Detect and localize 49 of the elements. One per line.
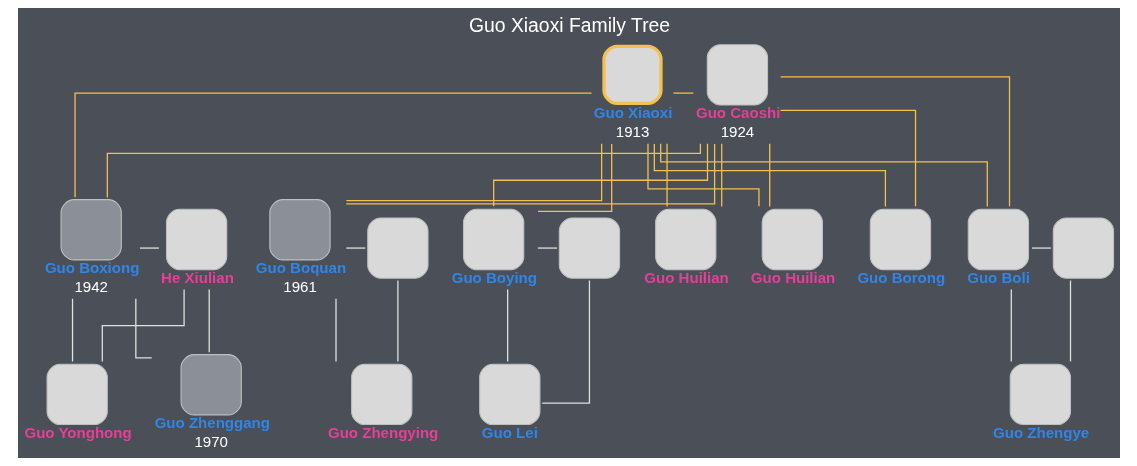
connector	[101, 288, 185, 363]
connector	[73, 92, 592, 198]
node-label: 1942	[74, 278, 108, 296]
connector	[779, 76, 1010, 207]
diagram-title: Guo Xiaoxi Family Tree	[468, 14, 670, 37]
connector	[659, 143, 988, 208]
node-label: Guo Boxiong	[44, 259, 139, 277]
node-label: Guo Yonghong	[23, 423, 132, 441]
node-label: 1961	[282, 278, 317, 296]
connector	[345, 143, 602, 202]
connector	[345, 247, 366, 249]
connector	[536, 247, 558, 249]
connector	[1030, 247, 1052, 249]
connector	[646, 143, 760, 207]
connector	[1069, 279, 1071, 363]
connector	[396, 279, 399, 363]
connector	[208, 288, 210, 353]
connector	[138, 247, 159, 249]
node-label: Guo Lei	[481, 423, 538, 441]
connector	[71, 298, 73, 363]
node-label: 1913	[615, 123, 649, 141]
connector	[665, 143, 668, 208]
connector	[1010, 288, 1012, 363]
connector	[345, 143, 715, 205]
connector	[506, 288, 508, 363]
node-label: He Xiulian	[160, 268, 234, 286]
node-label: Guo Zhengying	[327, 423, 438, 441]
node-label: Guo Boquan	[255, 259, 346, 277]
node-label: Guo Zhengye	[992, 423, 1089, 441]
node-label: 1970	[193, 433, 228, 451]
connector	[106, 143, 701, 199]
node-label: Guo Boying	[451, 268, 537, 286]
node-label: 1924	[720, 123, 754, 141]
node-label: Guo Boli	[966, 268, 1030, 286]
connector	[720, 143, 722, 208]
node-label: Guo Huilian	[643, 268, 729, 286]
node-label: Guo Huilian	[750, 268, 835, 286]
connector	[492, 143, 708, 207]
connector	[779, 109, 916, 207]
node-label: Guo Zhenggang	[154, 414, 270, 431]
connector	[536, 143, 612, 213]
connector	[672, 92, 694, 94]
node-label: Guo Borong	[856, 268, 945, 286]
connector	[541, 279, 590, 404]
node-label: Guo Caoshi	[695, 104, 780, 122]
connector	[334, 298, 337, 363]
node-label: Guo Xiaoxi	[593, 104, 672, 122]
connector	[653, 143, 886, 208]
connector	[768, 143, 770, 208]
